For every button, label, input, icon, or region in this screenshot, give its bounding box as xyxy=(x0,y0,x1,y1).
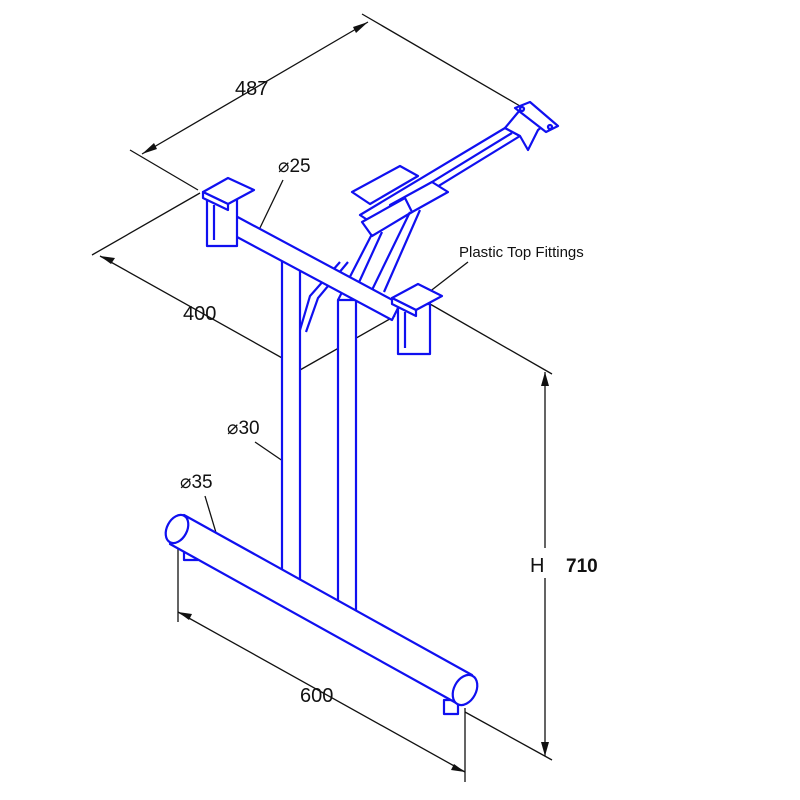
base-tube xyxy=(164,513,479,707)
height-label: H xyxy=(530,555,544,577)
dim-600 xyxy=(177,545,466,782)
diameter-25-label: ⌀25 xyxy=(278,156,311,177)
dim-487 xyxy=(129,13,521,191)
fittings-callout: Plastic Top Fittings xyxy=(459,244,584,261)
dim-400-label: 400 xyxy=(183,303,216,325)
dim-487-label: 487 xyxy=(235,78,268,100)
plastic-top-fitting-left xyxy=(201,176,256,248)
height-value: 710 xyxy=(566,556,598,577)
diameter-35-label: ⌀35 xyxy=(180,472,213,493)
dim-600-label: 600 xyxy=(300,685,333,707)
columns xyxy=(280,256,358,620)
plastic-top-fitting-right xyxy=(390,282,444,356)
leader-25 xyxy=(257,179,284,233)
folding-bracket xyxy=(298,100,560,333)
diameter-30-label: ⌀30 xyxy=(227,418,260,439)
